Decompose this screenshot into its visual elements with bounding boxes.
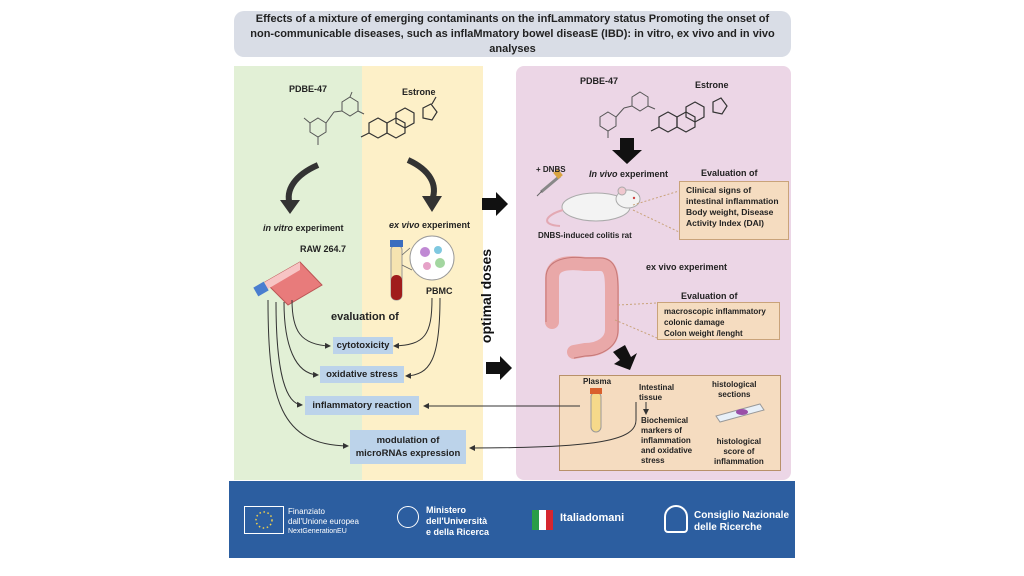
- ex-vivo-right-label: ex vivo experiment: [646, 262, 728, 272]
- cell-flask-icon: [253, 261, 323, 306]
- inflammatory-reaction-box: inflammatory reaction: [305, 396, 419, 415]
- eval2-box: macroscopic inflammatory colonic damage …: [657, 302, 780, 340]
- pbmc-cells-icon: [401, 235, 455, 281]
- pbmc-label: PBMC: [426, 286, 453, 296]
- syringe-icon: [536, 169, 563, 197]
- pdbe-molecule-icon: [303, 91, 365, 145]
- in-vivo-label: In vivo experiment: [589, 169, 669, 179]
- blood-tube-icon: [390, 240, 403, 301]
- eval1-box: Clinical signs of intestinal inflammatio…: [679, 181, 789, 240]
- down-arrow-icon: [612, 138, 642, 164]
- rat-label: DNBS-induced colitis rat: [538, 231, 632, 240]
- raw-label: RAW 264.7: [300, 244, 347, 254]
- pdbe-label: PDBE-47: [289, 84, 328, 94]
- italia-domani-text: Italiadomani: [560, 512, 625, 524]
- ministero-seal-icon: [397, 506, 419, 528]
- plasma-tube-icon: [590, 388, 602, 433]
- estrone-molecule-right-icon: [650, 97, 728, 133]
- eu-flag-icon: [244, 506, 284, 534]
- pdbe-right-label: PDBE-47: [580, 76, 619, 86]
- rat-icon: [546, 186, 641, 227]
- dnbs-label: + DNBS: [536, 165, 566, 174]
- eval1-title: Evaluation of: [701, 168, 758, 178]
- plasma-label: Plasma: [583, 377, 612, 386]
- ex-vivo-label: ex vivo experiment: [389, 220, 471, 230]
- estrone-right-label: Estrone: [695, 80, 729, 90]
- estrone-molecule-icon: [360, 96, 438, 139]
- diagram-title: Effects of a mixture of emerging contami…: [234, 11, 791, 57]
- cytotoxicity-box: cytotoxicity: [333, 337, 393, 354]
- estrone-label: Estrone: [402, 87, 436, 97]
- eval2-title: Evaluation of: [681, 291, 738, 301]
- pdbe-molecule-right-icon: [599, 91, 656, 138]
- italia-domani-logo-icon: [530, 506, 556, 532]
- analysis-arrow-icon: [613, 345, 637, 370]
- colon-icon: [545, 256, 619, 359]
- in-vitro-label: in vitro experiment: [263, 223, 344, 233]
- footer-bar: [229, 481, 795, 558]
- slide-icon: [715, 403, 765, 423]
- evaluation-label: evaluation of: [331, 311, 399, 323]
- optimal-doses-label: optimal doses: [478, 248, 494, 344]
- cnr-logo-icon: [664, 505, 688, 533]
- oxidative-stress-box: oxidative stress: [320, 366, 404, 383]
